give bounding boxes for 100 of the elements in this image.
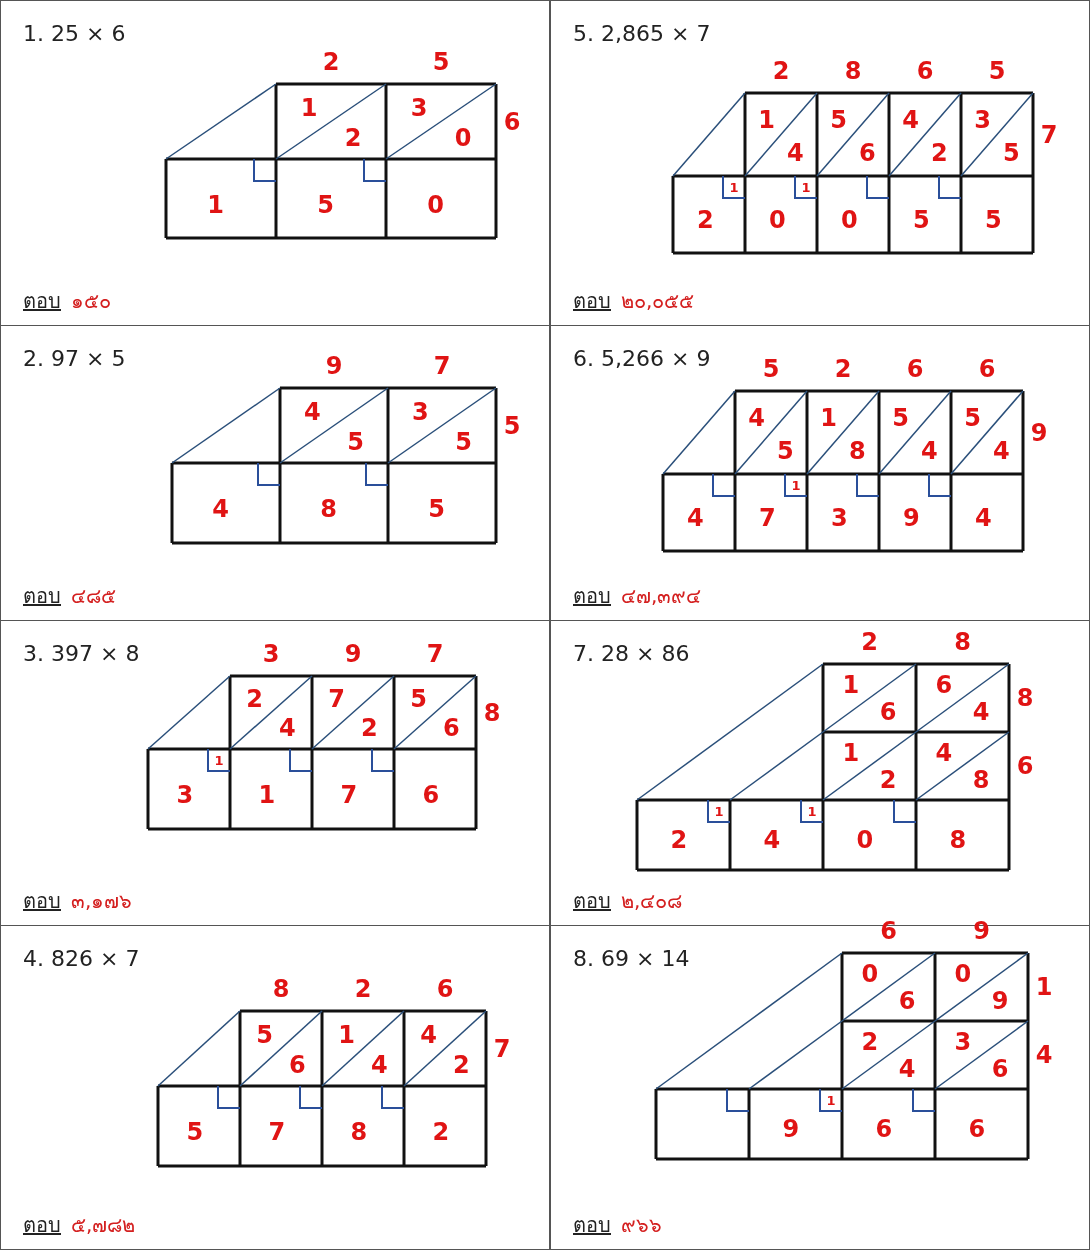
carry-digit: 1 [807, 804, 817, 819]
problem-title: 1. 25 × 6 [23, 21, 126, 46]
multiplier-digit: 9 [1030, 418, 1048, 447]
partial-product-digit: 5 [347, 427, 364, 456]
sum-digit: 3 [176, 781, 194, 810]
problem-title: 7. 28 × 86 [573, 641, 690, 666]
answer-label: ตอบ [573, 1212, 611, 1239]
partial-product-digit: 0 [454, 123, 472, 152]
answer-label: ตอบ [23, 288, 61, 315]
sum-digit: 4 [975, 504, 992, 533]
multiplicand-digit: 8 [844, 57, 862, 85]
sum-digit: 5 [913, 206, 930, 235]
partial-product-digit: 6 [991, 1054, 1009, 1083]
sum-digit: 3 [831, 504, 848, 533]
multiplicand-digit: 2 [354, 975, 372, 1003]
sum-digit: 4 [763, 825, 781, 854]
sum-digit: 9 [903, 504, 920, 533]
answer-label: ตอบ [23, 583, 61, 610]
carry-digit: 1 [801, 180, 811, 195]
sum-digit: 0 [841, 206, 858, 235]
sum-digit: 5 [985, 206, 1002, 235]
sum-digit: 5 [317, 190, 334, 219]
partial-product-digit: 5 [964, 403, 981, 432]
multiplicand-digit: 9 [344, 640, 362, 668]
partial-product-digit: 4 [748, 403, 765, 432]
partial-product-digit: 4 [898, 1054, 916, 1083]
multiplier-digit: 1 [1035, 973, 1053, 1001]
partial-product-digit: 1 [338, 1020, 355, 1049]
sum-digit: 7 [340, 781, 358, 810]
partial-product-digit: 4 [935, 738, 953, 767]
partial-product-digit: 2 [344, 123, 362, 152]
multiplicand-digit: 9 [325, 352, 343, 380]
multiplicand-digit: 6 [916, 57, 934, 85]
sum-digit: 7 [759, 504, 776, 533]
multiplier-digit: 7 [1040, 120, 1058, 149]
sum-digit: 4 [212, 495, 229, 524]
partial-product-digit: 6 [935, 670, 953, 699]
partial-product-digit: 4 [420, 1020, 437, 1049]
multiplier-digit: 4 [1035, 1041, 1053, 1069]
partial-product-digit: 4 [304, 397, 321, 426]
partial-product-digit: 6 [898, 986, 916, 1015]
partial-product-digit: 6 [443, 713, 460, 742]
sum-digit: 8 [350, 1118, 368, 1147]
multiplicand-digit: 5 [762, 355, 780, 383]
partial-product-digit: 8 [849, 437, 866, 466]
partial-product-digit: 5 [256, 1020, 273, 1049]
multiplicand-digit: 8 [272, 975, 290, 1003]
problem-title: 4. 826 × 7 [23, 946, 140, 971]
answer-label: ตอบ [573, 288, 611, 315]
sum-digit: 2 [697, 206, 714, 235]
partial-product-digit: 5 [892, 403, 909, 432]
sum-digit: 6 [968, 1114, 986, 1143]
answer-value: ๒,๔๐๘ [621, 888, 683, 915]
answer-value: ๒๐,๐๕๕ [621, 288, 695, 315]
multiplicand-digit: 9 [973, 917, 990, 945]
partial-product-digit: 0 [954, 959, 972, 988]
multiplicand-digit: 2 [834, 355, 852, 383]
partial-product-digit: 5 [410, 684, 427, 713]
partial-product-digit: 2 [931, 139, 948, 168]
sum-digit: 9 [782, 1114, 800, 1143]
partial-product-digit: 3 [412, 397, 429, 426]
answer-label: ตอบ [23, 888, 61, 915]
sum-digit: 7 [268, 1118, 286, 1147]
sum-digit: 2 [670, 825, 688, 854]
multiplier-digit: 8 [1016, 684, 1034, 712]
answer-value: ๕,๗๘๒ [71, 1212, 136, 1239]
multiplicand-digit: 7 [433, 352, 451, 380]
partial-product-digit: 3 [974, 105, 991, 134]
multiplicand-digit: 5 [988, 57, 1006, 85]
partial-product-digit: 6 [879, 697, 897, 726]
carry-digit: 1 [826, 1093, 836, 1108]
answer-value: ๔๗,๓๙๔ [621, 583, 702, 610]
partial-product-digit: 4 [993, 437, 1010, 466]
sum-digit: 6 [422, 781, 440, 810]
partial-product-digit: 2 [879, 765, 897, 794]
partial-product-digit: 7 [328, 684, 345, 713]
partial-product-digit: 8 [972, 765, 990, 794]
sum-digit: 0 [427, 190, 444, 219]
answer-value: ๑๕๐ [71, 288, 111, 315]
partial-product-digit: 5 [455, 427, 472, 456]
carry-digit: 1 [214, 753, 224, 768]
partial-product-digit: 2 [453, 1050, 470, 1079]
problem-title: 6. 5,266 × 9 [573, 346, 711, 371]
sum-digit: 0 [856, 825, 874, 854]
partial-product-digit: 6 [289, 1050, 306, 1079]
partial-product-digit: 5 [830, 105, 847, 134]
partial-product-digit: 0 [861, 959, 879, 988]
answer-value: ๙๖๖ [621, 1212, 662, 1239]
partial-product-digit: 4 [371, 1050, 388, 1079]
partial-product-digit: 4 [921, 437, 938, 466]
answer-value: ๔๘๕ [71, 583, 116, 610]
problem-title: 5. 2,865 × 7 [573, 21, 711, 46]
multiplicand-digit: 3 [262, 640, 280, 668]
problem-title: 2. 97 × 5 [23, 346, 126, 371]
answer-label: ตอบ [573, 583, 611, 610]
partial-product-digit: 1 [820, 403, 837, 432]
multiplicand-digit: 6 [978, 355, 996, 383]
partial-product-digit: 4 [787, 139, 804, 168]
partial-product-digit: 5 [1003, 139, 1020, 168]
multiplicand-digit: 6 [436, 975, 454, 1003]
